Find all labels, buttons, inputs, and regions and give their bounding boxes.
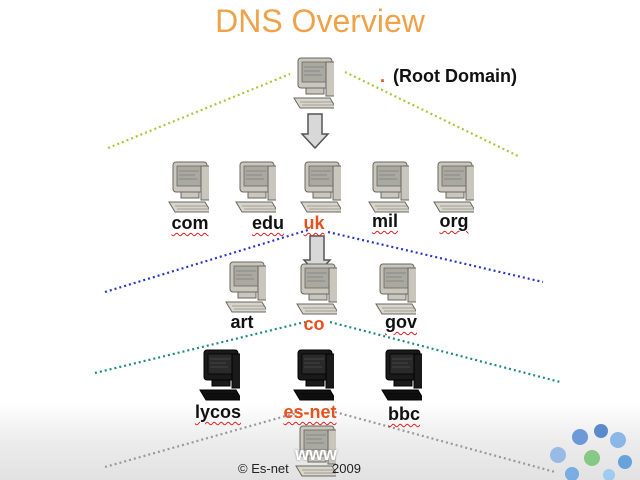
sld-server-co computer-icon bbox=[296, 263, 337, 315]
tld-label-com: com bbox=[171, 213, 209, 233]
sld-label-art: art bbox=[230, 312, 254, 332]
tld-server-com computer-icon bbox=[168, 161, 209, 213]
third-tier-line-right bbox=[334, 410, 556, 474]
tld-label-mil: mil bbox=[371, 211, 399, 231]
root-dot: . bbox=[380, 66, 386, 86]
third-label-lycos: lycos bbox=[194, 402, 242, 422]
third-label-es-net: es-net bbox=[283, 402, 337, 422]
root-tier-line-left bbox=[107, 72, 291, 150]
tld-server-uk computer-icon bbox=[300, 161, 341, 213]
root-tier-line-right bbox=[344, 71, 519, 157]
sld-server-art computer-icon bbox=[225, 261, 266, 313]
tld-label-uk: uk bbox=[303, 213, 325, 233]
tld-server-org computer-icon bbox=[433, 161, 474, 213]
third-server-es-net computer-icon bbox=[293, 349, 334, 401]
second-tier-line-right bbox=[329, 320, 561, 384]
root-domain-label: (Root Domain) bbox=[393, 66, 517, 86]
page-title: DNS Overview bbox=[215, 3, 425, 39]
third-label-bbc: bbc bbox=[387, 404, 421, 424]
third-server-bbc computer-icon bbox=[381, 349, 422, 401]
tld-label-org: org bbox=[439, 211, 469, 231]
sld-label-co: co bbox=[303, 314, 325, 334]
tld-tier-line-right bbox=[327, 230, 544, 284]
tld-label-edu: edu bbox=[251, 213, 285, 233]
copyright-text: © Es-net bbox=[238, 461, 289, 476]
bubble-cluster-icon bbox=[550, 424, 632, 480]
sld-server-gov computer-icon bbox=[375, 263, 416, 315]
root-server computer-icon bbox=[293, 57, 334, 109]
down-arrow-icon bbox=[300, 113, 330, 150]
copyright: © Es-net 2009 bbox=[238, 461, 361, 476]
host-label-www: www bbox=[294, 444, 338, 464]
tier-lines bbox=[94, 71, 561, 474]
sld-label-gov: gov bbox=[384, 312, 418, 332]
tld-server-mil computer-icon bbox=[368, 161, 409, 213]
host-server-www computer-icon bbox=[295, 425, 336, 477]
second-tier-line-left bbox=[94, 320, 306, 375]
tld-server-edu computer-icon bbox=[235, 161, 276, 213]
third-tier-line-left bbox=[104, 410, 301, 469]
copyright-year: 2009 bbox=[332, 461, 361, 476]
third-server-lycos computer-icon bbox=[199, 349, 240, 401]
tld-tier-line-left bbox=[104, 228, 309, 294]
